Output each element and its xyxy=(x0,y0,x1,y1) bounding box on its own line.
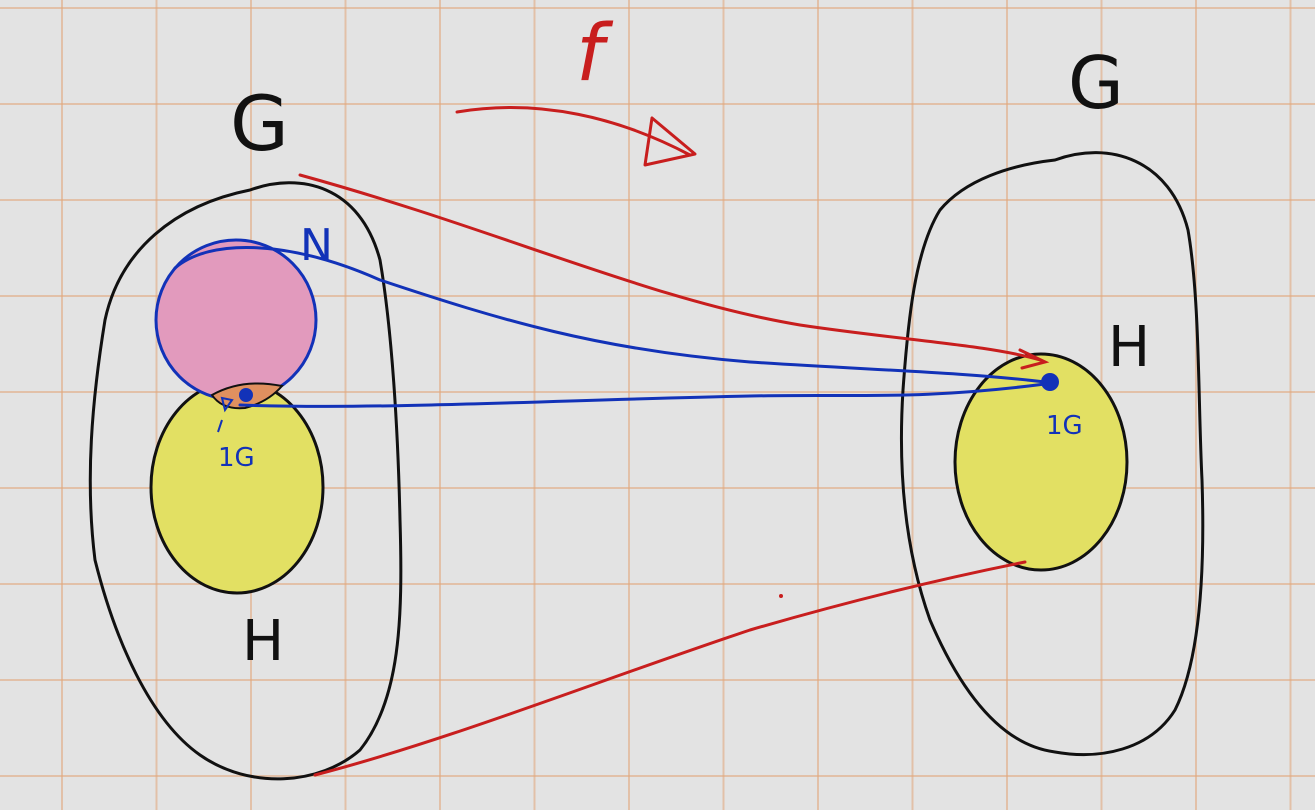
right-group-label: G xyxy=(1068,41,1124,125)
left-identity-pointer xyxy=(217,396,234,433)
map-line-group-top xyxy=(298,173,1042,362)
map-arrow-head xyxy=(643,116,697,167)
map-line-group-bottom xyxy=(313,560,1027,777)
right-subgroup-label: H xyxy=(1108,315,1150,380)
map-line-normal-subgroup xyxy=(173,246,1047,384)
right-identity-dot xyxy=(1041,373,1059,391)
map-line-group-top-arrowhead xyxy=(1018,348,1050,370)
left-identity-label: 1G xyxy=(218,443,255,473)
left-subgroup-region xyxy=(149,379,325,595)
left-normal-subgroup-label: N xyxy=(300,220,333,271)
left-group-label: G xyxy=(230,79,289,168)
map-label: f xyxy=(576,9,614,99)
map-arrow xyxy=(455,106,692,157)
left-subgroup-label: H xyxy=(242,609,284,674)
right-subgroup-region xyxy=(953,352,1129,572)
left-identity-dot xyxy=(239,388,253,402)
stray-mark xyxy=(779,594,783,598)
left-group-outline xyxy=(88,181,403,781)
right-group-outline xyxy=(899,151,1205,756)
right-identity-label: 1G xyxy=(1046,411,1083,441)
map-line-identity xyxy=(238,382,1047,408)
